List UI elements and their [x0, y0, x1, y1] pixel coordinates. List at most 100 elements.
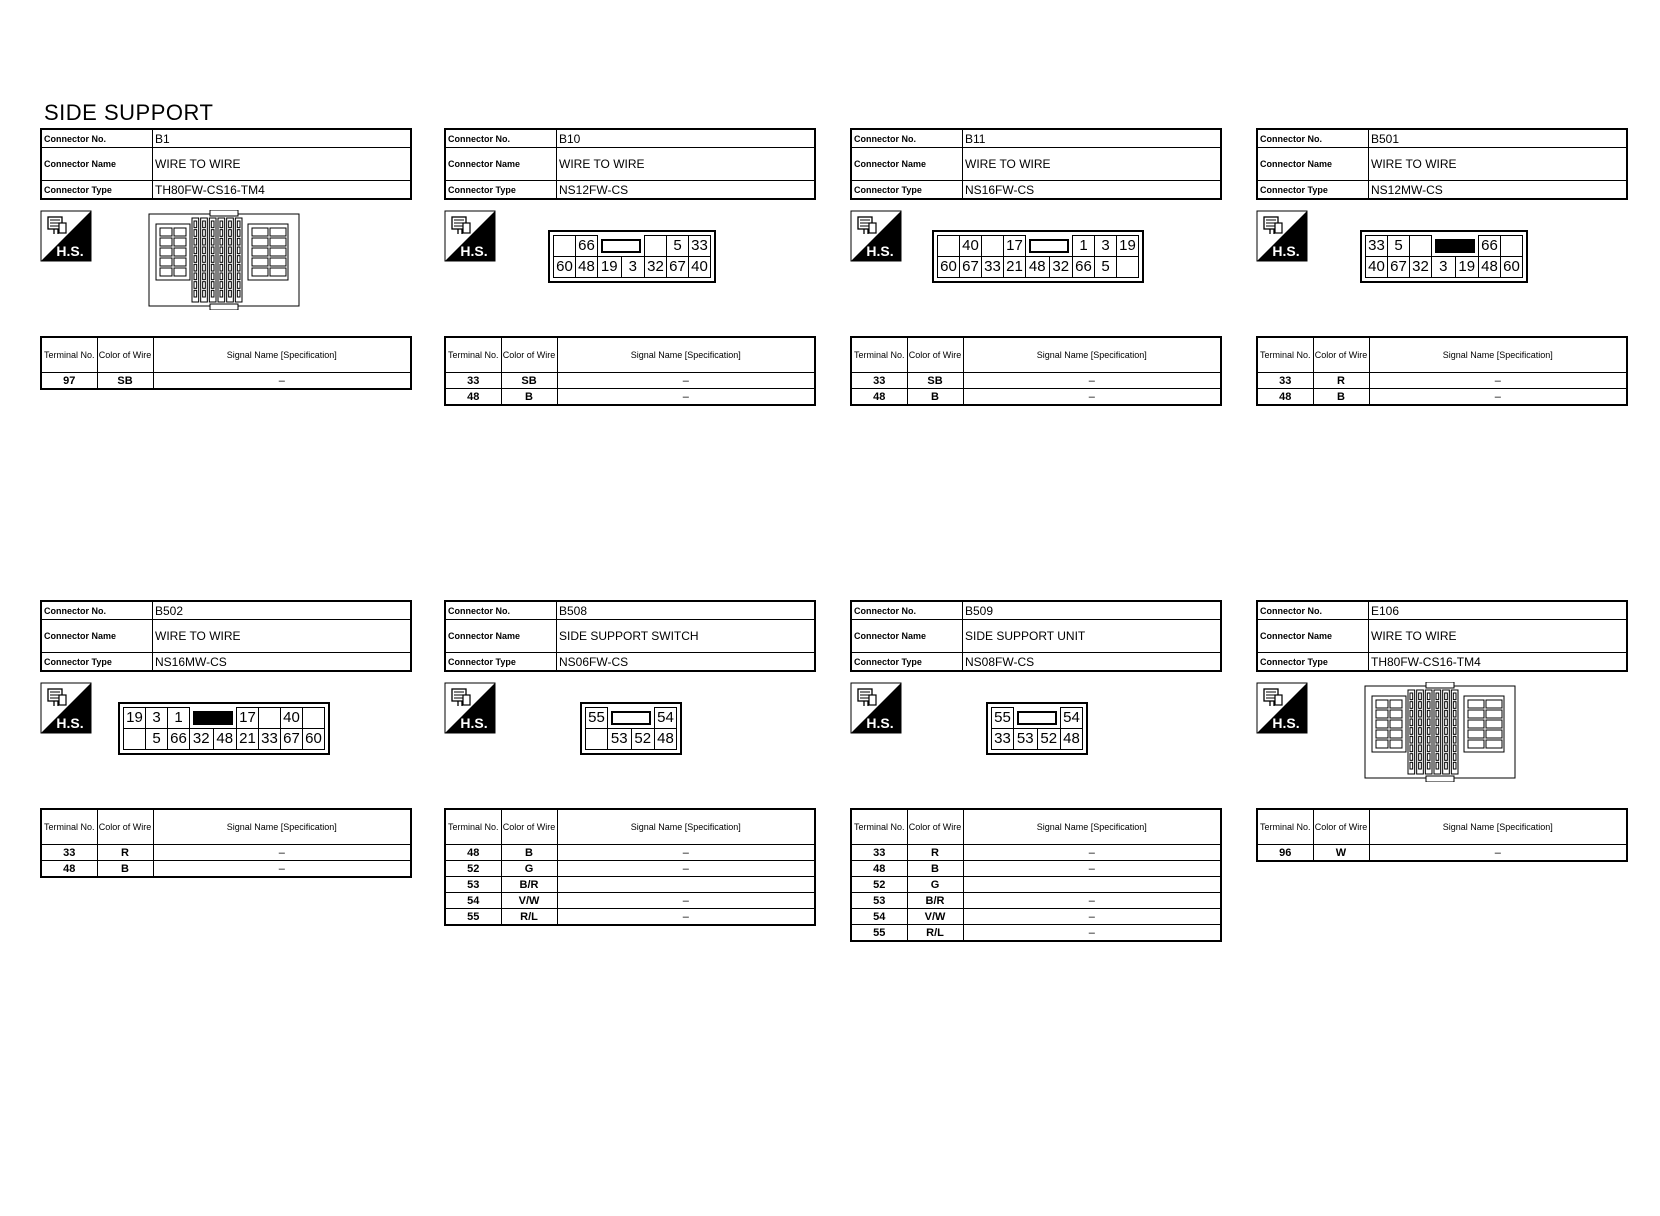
harness-side-icon: H.S. [40, 210, 92, 262]
pin-cell: 55 [585, 707, 608, 729]
terminal-no: 33 [444, 372, 502, 389]
header-label: Connector Type [1256, 652, 1369, 672]
wire-color: B [1312, 388, 1370, 406]
header-label: Connector No. [40, 600, 153, 620]
wire-color: B/R [906, 892, 964, 909]
connector-face-80pin [1364, 682, 1516, 782]
terminal-no-header: Terminal No. [40, 336, 98, 373]
harness-side-icon: H.S. [40, 682, 92, 734]
pin-cell: 19 [597, 256, 622, 278]
header-value: TH80FW-CS16-TM4 [152, 180, 412, 200]
pin-cell: 19 [1454, 256, 1479, 278]
header-label: Connector Name [850, 147, 963, 181]
signal-name: – [556, 372, 816, 389]
pin-cell: 52 [1036, 728, 1061, 750]
pin-cell: 21 [1003, 256, 1026, 278]
connector-figure: H.S. [1256, 672, 1628, 808]
harness-side-icon: H.S. [1256, 682, 1308, 734]
terminal-no-header: Terminal No. [444, 808, 502, 845]
pin-cell [1500, 235, 1523, 257]
signal-name: – [152, 372, 412, 390]
header-value: NS12FW-CS [556, 180, 816, 200]
header-value: NS06FW-CS [556, 652, 816, 672]
pin-cell: 1 [167, 707, 190, 729]
header-label: Connector Type [40, 652, 153, 672]
connector-face-80pin [148, 210, 300, 310]
wire-color: SB [96, 372, 154, 390]
header-value: B509 [962, 600, 1222, 620]
terminal-no: 55 [850, 924, 908, 942]
signal-name-header: Signal Name [Specification] [962, 808, 1222, 845]
terminal-no: 33 [1256, 372, 1314, 389]
terminal-no: 53 [850, 892, 908, 909]
harness-side-icon: H.S. [1256, 210, 1308, 262]
terminal-no: 33 [850, 372, 908, 389]
header-label: Connector Name [40, 619, 153, 653]
pin-cell: 53 [1013, 728, 1038, 750]
pin-cell: 1 [1072, 235, 1095, 257]
hs-label: H.S. [866, 715, 893, 731]
pin-cell: 33 [981, 256, 1004, 278]
wire-color-header: Color of Wire [96, 808, 154, 845]
pin-cell: 48 [1478, 256, 1501, 278]
terminal-no-header: Terminal No. [444, 336, 502, 373]
signal-name [962, 876, 1222, 893]
header-label: Connector Type [850, 652, 963, 672]
pin-cell: 32 [189, 728, 214, 750]
wire-color: R [96, 844, 154, 861]
pin-cell: 48 [654, 728, 677, 750]
pin-cell [123, 728, 146, 750]
wire-color: G [500, 860, 558, 877]
signal-name-header: Signal Name [Specification] [962, 336, 1222, 373]
harness-side-icon: H.S. [850, 210, 902, 262]
pin-cell: 66 [575, 235, 598, 257]
pin-cell: 67 [1387, 256, 1410, 278]
pin-cell: 60 [553, 256, 576, 278]
terminal-no: 52 [444, 860, 502, 877]
pin-cell [644, 235, 667, 257]
header-label: Connector Name [444, 147, 557, 181]
wire-color: B [500, 844, 558, 861]
hs-label: H.S. [1272, 715, 1299, 731]
pin-cell [981, 235, 1004, 257]
pin-cell: 40 [959, 235, 982, 257]
header-label: Connector No. [850, 600, 963, 620]
pin-cell [553, 235, 576, 257]
harness-side-icon: H.S. [444, 682, 496, 734]
connector-latch [611, 710, 651, 725]
header-value: E106 [1368, 600, 1628, 620]
signal-name: – [556, 844, 816, 861]
terminal-no: 53 [444, 876, 502, 893]
wire-color-header: Color of Wire [500, 336, 558, 373]
pin-cell: 5 [145, 728, 168, 750]
terminal-no: 33 [40, 844, 98, 861]
header-label: Connector No. [40, 128, 153, 148]
pin-cell: 3 [1431, 256, 1456, 278]
header-value: NS12MW-CS [1368, 180, 1628, 200]
header-value: NS16FW-CS [962, 180, 1222, 200]
wire-color-header: Color of Wire [500, 808, 558, 845]
hs-label: H.S. [56, 715, 83, 731]
terminal-no-header: Terminal No. [850, 808, 908, 845]
page-title: SIDE SUPPORT [44, 100, 214, 125]
pin-cell: 5 [1094, 256, 1117, 278]
